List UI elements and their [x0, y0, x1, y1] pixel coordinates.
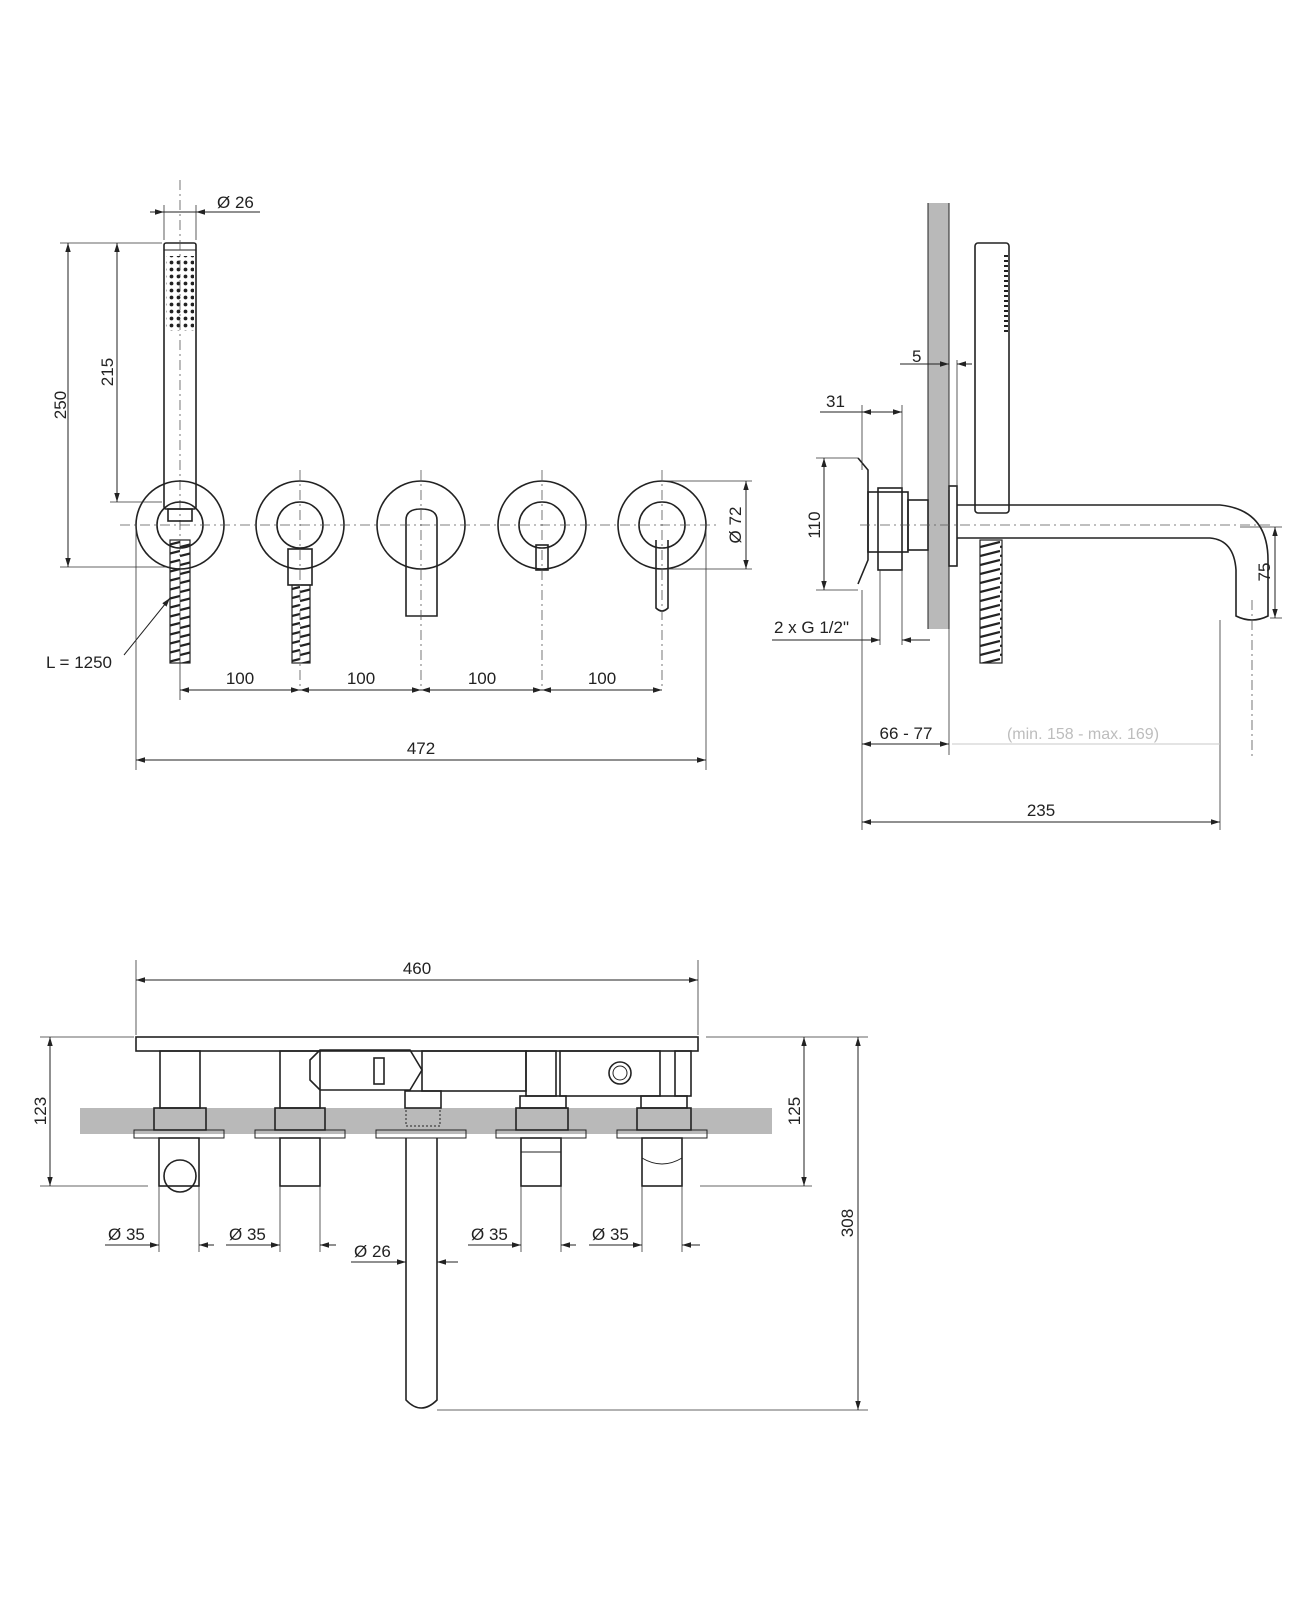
dim-wall-gap: 5 — [912, 347, 921, 366]
dim-rosette-diameter: Ø 72 — [726, 507, 745, 544]
dim-body-depth: 31 — [826, 392, 845, 411]
dim-spacing-1: 100 — [226, 669, 254, 688]
rosette-3-spout — [376, 470, 466, 690]
rosette-4 — [497, 470, 587, 690]
dim-top-width: 460 — [403, 959, 431, 978]
dim-spacing-2: 100 — [347, 669, 375, 688]
dim-body-height: 110 — [805, 511, 824, 538]
front-view: Ø 26 250 215 Ø 72 L = 1250 100 100 100 1… — [46, 180, 752, 770]
dim-right-diameter-2: Ø 35 — [592, 1225, 629, 1244]
rosette-5 — [617, 470, 707, 690]
dim-left-diameter-2: Ø 35 — [229, 1225, 266, 1244]
top-view: 460 123 125 308 Ø 35 Ø 35 Ø 26 — [31, 959, 868, 1411]
rosette-2 — [255, 470, 345, 690]
dim-handle-height: 215 — [98, 358, 117, 386]
dim-spacing-3: 100 — [468, 669, 496, 688]
dim-depth-left: 123 — [31, 1097, 50, 1125]
dim-handshower-diameter: Ø 26 — [217, 193, 254, 212]
dim-right-diameter-1: Ø 35 — [471, 1225, 508, 1244]
wall-section — [928, 203, 949, 629]
dim-top-total-depth: 308 — [838, 1209, 857, 1237]
label-hose-length: L = 1250 — [46, 653, 112, 672]
dim-total-width: 472 — [407, 739, 435, 758]
dim-spacing-4: 100 — [588, 669, 616, 688]
dim-spout-diameter: Ø 26 — [354, 1242, 391, 1261]
dim-depth-right: 125 — [785, 1097, 804, 1125]
dim-left-diameter-1: Ø 35 — [108, 1225, 145, 1244]
dim-spout-drop: 75 — [1255, 563, 1274, 582]
dim-spout-range: (min. 158 - max. 169) — [1007, 726, 1159, 743]
label-connection: 2 x G 1/2" — [774, 618, 849, 637]
hand-shower — [163, 180, 197, 560]
dim-install-depth: 66 - 77 — [880, 724, 933, 743]
dim-total-height: 250 — [51, 391, 70, 419]
dim-total-depth: 235 — [1027, 801, 1055, 820]
side-view: 5 31 110 2 x G 1/2" 75 66 - 77 (min. 158… — [772, 203, 1282, 830]
